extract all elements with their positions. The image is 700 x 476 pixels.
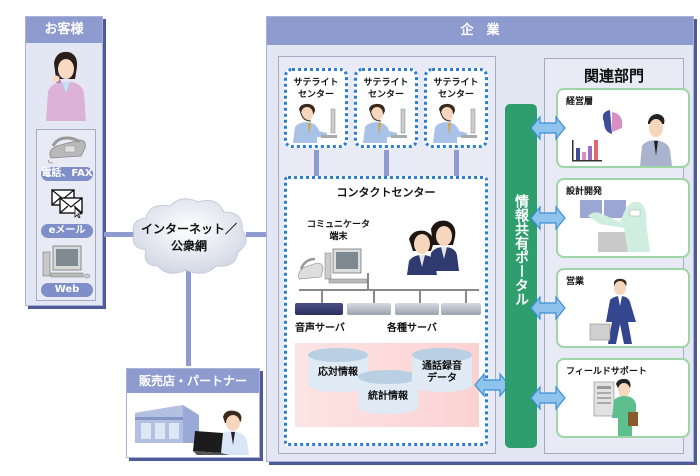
database-label: 通話録音データ [411,361,473,385]
connector-satellite-2 [384,150,389,176]
cloud-label-line1: インターネット／ [140,222,237,236]
operator-headset-illustration [291,103,343,143]
connector-cloud-partner [186,262,191,366]
field-technician-illustration [592,378,642,436]
department-field-support: フィールドサポート [556,358,690,438]
management-illustration [570,106,680,166]
double-arrow-portal-management [530,115,566,141]
channel-pill-web: Web [41,283,93,297]
satellite-label-line2: センター [367,90,404,100]
terminal-label-line2: 端末 [329,232,348,242]
database-label-line1: 通話録音 [422,361,462,372]
database-response-info: 応対情報 [307,347,369,393]
computer-icon [41,244,93,282]
server-icon [395,303,439,315]
terminal-label-line1: コミュニケータ [307,220,371,230]
connector-customer-cloud [104,232,134,237]
cloud-label-line2: 公衆網 [170,239,207,253]
double-arrow-portal-sales [530,295,566,321]
operators-illustration [407,219,465,275]
terminal-label: コミュニケータ 端末 [307,219,370,243]
database-statistics: 統計情報 [357,369,419,415]
satellite-label-line1: サテライト [433,78,479,88]
satellite-label-line1: サテライト [363,78,409,88]
double-arrow-portal-design [530,205,566,231]
partner-title: 販売店・パートナー [127,369,259,393]
connector-cloud-enterprise [246,232,268,237]
operator-headset-illustration [361,103,413,143]
partner-man-laptop-illustration [193,409,251,455]
server-icon [347,303,391,315]
connector-satellite-3 [454,150,459,176]
channel-pill-email: eメール [41,224,93,238]
internet-cloud: インターネット／ 公衆網 [124,190,254,280]
database-label: 統計情報 [368,391,408,402]
cleanroom-engineer-illustration [578,198,668,254]
network-bus-drop [419,289,421,303]
customer-title: お客様 [26,17,102,43]
department-label: 営業 [566,277,585,287]
department-design-development: 設計開発 [556,178,690,258]
communicator-terminal-icon [297,245,373,285]
department-label: 経営層 [566,97,594,107]
department-label: 設計開発 [566,187,603,197]
network-bus-drop [321,289,323,303]
satellite-center-2: サテライトセンター [354,68,418,148]
channel-pill-phone-fax: 電話、FAX [41,167,93,181]
network-bus-drop [465,289,467,303]
double-arrow-portal-field-support [530,385,566,411]
department-label: フィールドサポート [566,367,647,377]
satellite-label-line1: サテライト [293,78,339,88]
satellite-center-1: サテライトセンター [284,68,348,148]
satellite-label-line2: センター [437,90,474,100]
satellite-label-line2: センター [297,90,334,100]
server-icon [441,303,481,315]
voice-server-icon [295,303,343,315]
store-building-icon [133,401,203,445]
partner-panel: 販売店・パートナー [126,368,260,458]
satellite-center-3: サテライトセンター [424,68,488,148]
network-bus-drop [367,273,369,289]
department-sales: 営業 [556,268,690,348]
enterprise-title: 企 業 [267,17,693,45]
contact-center: コンタクトセンター コミュニケータ 端末 [284,176,488,446]
various-servers-label: 各種サーバ [387,323,437,334]
portal-label: 情報共有ポータル [513,194,529,306]
departments-title: 関連部門 [583,67,644,85]
channels-box: 電話、FAX eメール Web [36,129,96,301]
telephone-icon [45,136,89,164]
info-sharing-portal: 情報共有ポータル [505,104,537,448]
salesman-illustration [588,278,648,346]
network-bus-drop [373,289,375,303]
voice-server-label: 音声サーバ [295,323,345,334]
network-bus-line [299,289,479,291]
database-label: 応対情報 [318,367,358,378]
envelope-icon [51,188,85,218]
department-management: 経営層 [556,88,690,168]
database-label-line2: データ [427,373,457,384]
database-call-recording: 通話録音データ [411,347,473,393]
customer-panel: お客様 電話、FAX [25,16,103,306]
connector-satellite-1 [314,150,319,176]
operator-headset-illustration [431,103,483,143]
customer-woman-illustration [42,49,88,121]
contact-center-title: コンタクトセンター [336,186,436,199]
